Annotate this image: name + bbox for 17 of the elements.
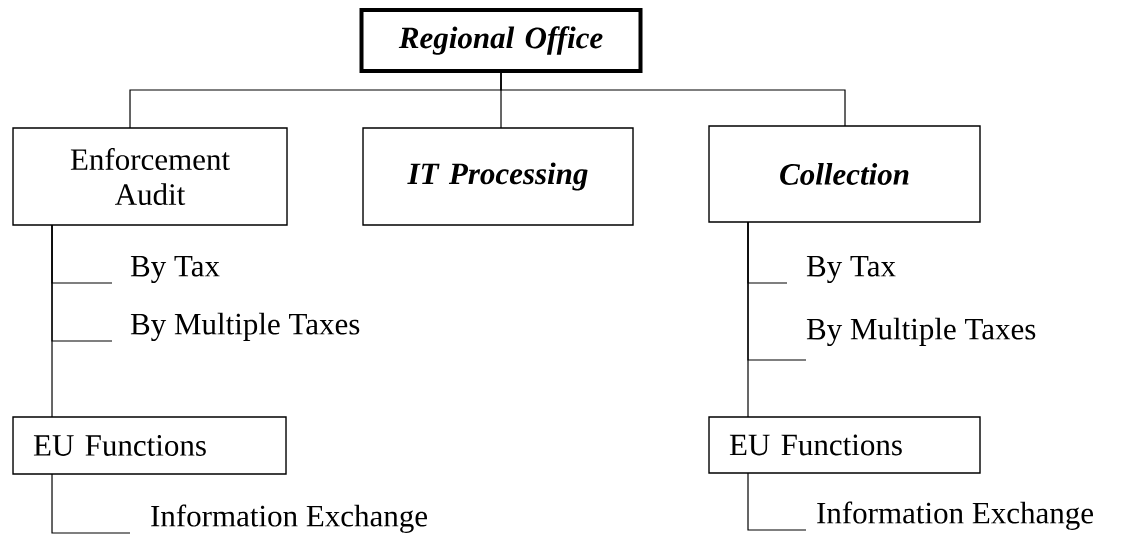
unit-box: EU Functions [12,416,287,475]
item-label: By Multiple Taxes [806,317,1036,346]
unit-box: EU Functions [708,416,981,474]
item-label: Information Exchange [817,501,1093,530]
connector-line [51,224,53,418]
connector-line [51,473,131,534]
item-label: By Tax [130,256,220,283]
connector-line [500,70,846,127]
unit-box: IT Processing [362,127,634,226]
item-label: Information Exchange [151,504,427,533]
item-label: By Tax [806,256,896,283]
unit-box: Collection [708,125,981,223]
title-box: Regional Office [359,8,643,73]
unit-box: Enforcement Audit [12,127,288,226]
item-label: By Multiple Taxes [130,312,360,341]
connector-line [747,221,749,418]
connector-line [747,472,807,531]
